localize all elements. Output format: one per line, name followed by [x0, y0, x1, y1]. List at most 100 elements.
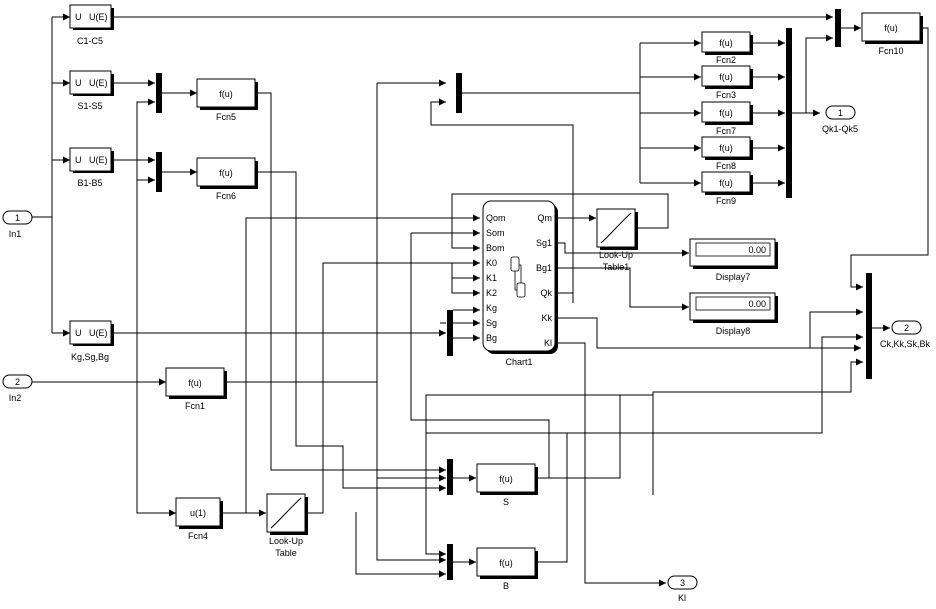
fcn1-block[interactable]: f(u) Fcn1 [165, 367, 227, 411]
fcn2-label: Fcn2 [716, 55, 736, 65]
fcn3-block[interactable]: f(u) Fcn3 [701, 65, 753, 100]
selector-b1-b5-label: B1-B5 [77, 178, 102, 188]
fcn3-expression: f(u) [719, 72, 733, 82]
outport-1-label: Qk1-Qk5 [822, 124, 858, 134]
fcn6-block[interactable]: f(u) Fcn6 [196, 157, 258, 201]
mux-chart [447, 310, 453, 356]
inport-in2-number: 2 [15, 377, 20, 387]
chart-out-qm: Qm [538, 213, 553, 223]
inport-in2[interactable]: 2 In2 [2, 374, 33, 403]
selector-in-label: U [75, 155, 82, 165]
inport-in1[interactable]: 1 In1 [2, 210, 33, 239]
outport-3-number: 3 [680, 578, 685, 588]
fcn8-label: Fcn8 [716, 161, 736, 171]
selector-b1-b5[interactable]: U U(E) B1-B5 [69, 147, 114, 188]
fcn1-label: Fcn1 [185, 401, 205, 411]
fcn2-expression: f(u) [719, 38, 733, 48]
b-expression: f(u) [499, 558, 513, 568]
outport-qk1-qk5[interactable]: 1 Qk1-Qk5 [822, 105, 858, 134]
chart-in-sg: Sg [486, 318, 497, 328]
fcn2-block[interactable]: f(u) Fcn2 [701, 31, 753, 65]
chart-in-k2: K2 [486, 288, 497, 298]
chart1-block[interactable]: Qom Som Bom K0 K1 K2 Kg Sg Bg Qm Sg1 Bg1… [482, 200, 558, 367]
selector-c1-c5[interactable]: U U(E) C1-C5 [69, 4, 114, 46]
display8-block[interactable]: 0.00 Display8 [689, 292, 778, 336]
selector-kg-sg-bg-label: Kg,Sg,Bg [71, 352, 109, 362]
chart-in-som: Som [486, 228, 505, 238]
inport-in1-number: 1 [15, 213, 20, 223]
selector-out-label: U(E) [89, 12, 108, 22]
fcn8-expression: f(u) [719, 143, 733, 153]
fcn1-expression: f(u) [188, 378, 202, 388]
fcn8-block[interactable]: f(u) Fcn8 [701, 136, 753, 171]
fcn10-expression: f(u) [884, 23, 898, 33]
selector-in-label: U [75, 78, 82, 88]
outport-ck-kk-sk-bk[interactable]: 2 Ck,Kk,Sk,Bk [880, 320, 931, 349]
s-block[interactable]: f(u) S [476, 463, 538, 507]
chart-out-bg1: Bg1 [536, 263, 552, 273]
lookup-table1-block[interactable]: Look-Up Table1 [596, 208, 638, 272]
inport-in2-label: In2 [9, 393, 22, 403]
mux-fcn10 [835, 9, 841, 47]
display8-value: 0.00 [748, 299, 766, 309]
lookup-table1-label-1: Look-Up [599, 250, 633, 260]
chart-in-qom: Qom [486, 213, 506, 223]
selector-out-label: U(E) [89, 78, 108, 88]
b-block[interactable]: f(u) B [476, 547, 538, 591]
selector-in-label: U [75, 12, 82, 22]
fcn9-block[interactable]: f(u) Fcn9 [701, 171, 753, 206]
lookup-curve-icon [600, 212, 632, 244]
outport-2-number: 2 [904, 323, 909, 333]
mux-ck [866, 273, 872, 379]
fcn4-expression: u(1) [190, 508, 206, 518]
selector-s1-s5[interactable]: U U(E) S1-S5 [69, 70, 114, 111]
inport-in1-label: In1 [9, 229, 22, 239]
mux-top [456, 73, 462, 113]
display7-label: Display7 [716, 272, 751, 282]
mux-bars [156, 9, 872, 580]
chart-out-qk: Qk [540, 288, 552, 298]
fcn5-block[interactable]: f(u) Fcn5 [196, 78, 258, 122]
selector-out-label: U(E) [89, 328, 108, 338]
fcn5-expression: f(u) [219, 89, 233, 99]
display8-label: Display8 [716, 326, 751, 336]
selector-out-label: U(E) [89, 155, 108, 165]
chart-in-bom: Bom [486, 243, 505, 253]
display7-block[interactable]: 0.00 Display7 [689, 238, 778, 282]
mux-qk [786, 28, 792, 198]
chart1-label: Chart1 [505, 357, 532, 367]
outport-kl[interactable]: 3 Kl [667, 575, 698, 603]
fcn7-expression: f(u) [719, 108, 733, 118]
fcn5-label: Fcn5 [216, 112, 236, 122]
chart-out-sg1: Sg1 [536, 238, 552, 248]
lookup-table-label-1: Look-Up [269, 536, 303, 546]
chart-in-bg: Bg [486, 333, 497, 343]
fcn4-block[interactable]: u(1) Fcn4 [175, 497, 223, 541]
mux-b [156, 152, 162, 192]
s-label: S [503, 497, 509, 507]
selector-c1-c5-label: C1-C5 [77, 36, 103, 46]
fcn10-label: Fcn10 [878, 46, 903, 56]
b-label: B [503, 581, 509, 591]
fcn7-block[interactable]: f(u) Fcn7 [701, 101, 753, 136]
chart-out-kl: Kl [544, 338, 552, 348]
fcn9-expression: f(u) [719, 178, 733, 188]
selector-kg-sg-bg[interactable]: U U(E) Kg,Sg,Bg [69, 320, 114, 362]
mux-s [156, 73, 162, 113]
chart-in-k1: K1 [486, 273, 497, 283]
mux-s-block [447, 459, 453, 495]
chart1-input-labels: Qom Som Bom K0 K1 K2 Kg Sg Bg [486, 213, 506, 343]
chart-in-kg: Kg [486, 303, 497, 313]
outport-2-label: Ck,Kk,Sk,Bk [880, 339, 931, 349]
chart-out-kk: Kk [541, 313, 552, 323]
chart-in-k0: K0 [486, 258, 497, 268]
fcn6-expression: f(u) [219, 168, 233, 178]
fcn4-label: Fcn4 [188, 531, 208, 541]
signal-lines [32, 13, 929, 587]
lookup-table-block[interactable]: Look-Up Table [266, 493, 308, 558]
chart1-output-labels: Qm Sg1 Bg1 Qk Kk Kl [536, 213, 553, 348]
selector-s1-s5-label: S1-S5 [77, 101, 102, 111]
outport-3-label: Kl [678, 593, 686, 603]
fcn10-block[interactable]: f(u) Fcn10 [861, 12, 923, 56]
